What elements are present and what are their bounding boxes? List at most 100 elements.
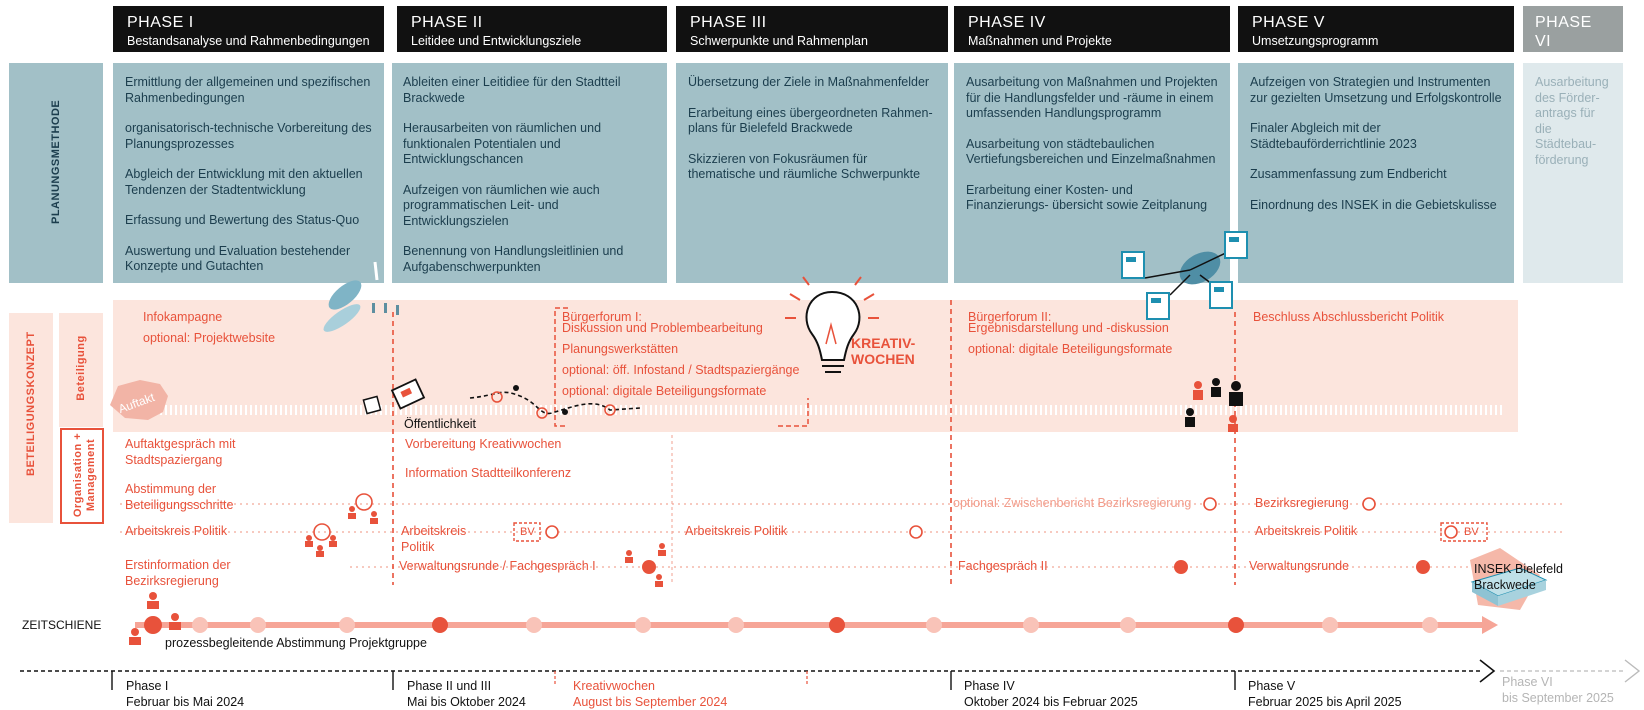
buergerforum2-title: Bürgerforum II: — [968, 310, 1052, 324]
digital2-label: optional: digitale Beteiligungsformate — [968, 342, 1173, 356]
buergerforum2-subtitle: Ergebnisdarstellung und -diskussion — [968, 321, 1169, 335]
erstinformation-label: Erstinformation der Bezirksregierung — [125, 558, 231, 588]
arbeitskreis3-label: Arbeitskreis Politik — [685, 524, 788, 538]
bv-label: BV — [520, 526, 535, 538]
bv-box — [513, 522, 541, 542]
method-item: Ausarbeitung des Förder- antrags für die… — [1535, 75, 1609, 167]
megaphone-shadow — [323, 304, 361, 332]
method-phase-3: Übersetzung der Ziele in Maßnahmenfelder… — [676, 63, 948, 283]
megaphone-icon — [328, 280, 362, 310]
organisation-label-box — [60, 428, 104, 524]
flyer-icon — [362, 395, 382, 415]
method-item: Ausarbeitung von Maßnahmen und Projekten… — [966, 75, 1218, 120]
phase-title: PHASE IV — [968, 14, 1046, 31]
abstimmung-label: Abstimmung der Beteiligungsschritte — [125, 482, 234, 512]
phase-title: PHASE III — [690, 14, 767, 31]
projektwebsite-label: optional: Projektwebsite — [143, 331, 276, 345]
method-item: Übersetzung der Ziele in Maßnahmenfelder — [688, 75, 930, 89]
walk-point — [604, 404, 616, 416]
vorbereitung-label: Vorbereitung Kreativwochen — [405, 437, 562, 451]
phase-4-header: PHASE IV Maßnahmen und Projekte — [954, 6, 1230, 52]
walk-point — [536, 407, 548, 419]
phase-subtitle: Maßnahmen und Projekte — [968, 34, 1112, 48]
method-item: organisatorisch-technische Vorbereitung … — [125, 121, 372, 151]
planungsmethode-label-box — [9, 63, 103, 283]
projektgruppe-label: prozessbegleitende Abstimmung Projektgru… — [165, 636, 427, 650]
phase-3-header: PHASE III Schwerpunkte und Rahmenplan — [676, 6, 948, 52]
walk-point — [491, 391, 503, 403]
phase-subtitle: Umsetzungsprogramm — [1252, 34, 1379, 48]
timeline-phase-6-dates: bis September 2025 — [1502, 691, 1614, 705]
verwaltungsrunde-label: Verwaltungsrunde / Fachgespräch I — [399, 559, 596, 573]
infostand-label: optional: öff. Infostand / Stadtspazierg… — [562, 363, 800, 377]
phase-subtitle: Schwerpunkte und Rahmenplan — [690, 34, 868, 48]
kreativwochen-label-1: KREATIV- — [851, 335, 916, 351]
method-item: Skizzieren von Fokusräumen für thematisc… — [688, 151, 921, 182]
timeline-phase-1-name: Phase I — [126, 679, 169, 693]
auftakt-badge — [110, 380, 168, 420]
method-item: Auswertung und Evaluation bestehender Ko… — [125, 243, 351, 274]
timeline-phase-4-dates: Oktober 2024 bis Februar 2025 — [964, 695, 1138, 709]
method-phase-6: Ausarbeitung des Förder- antrags für die… — [1523, 63, 1623, 283]
method-phase-4: Ausarbeitung von Maßnahmen und Projekten… — [954, 63, 1230, 283]
method-item: Einordnung des INSEK in die Gebietskulis… — [1250, 197, 1497, 212]
method-item: Ermittlung der allgemeinen und spezifisc… — [125, 75, 371, 105]
zeitschiene-arrow — [1482, 616, 1498, 634]
phase-5-header: PHASE V Umsetzungsprogramm — [1238, 6, 1514, 52]
information-label: Information Stadtteilkonferenz — [405, 466, 572, 480]
event-marker — [1362, 497, 1376, 511]
method-phase-5: Aufzeigen von Strategien und Instrumente… — [1238, 63, 1514, 283]
event-marker — [1444, 525, 1458, 539]
fachgespraech2-label: Fachgespräch II — [958, 559, 1048, 573]
event-marker — [909, 525, 923, 539]
timeline-phase-1-dates: Februar bis Mai 2024 — [126, 695, 245, 709]
group-icon-arbeitskreis — [305, 523, 337, 557]
insek-book-icon — [1470, 548, 1548, 610]
planungswerkstaetten-label: Planungswerkstätten — [562, 342, 679, 356]
event-marker — [1203, 497, 1217, 511]
method-item: Herausarbeiten von räumlichen und funkti… — [403, 121, 602, 166]
method-item: Erarbeitung einer Kosten- und Finanzieru… — [966, 182, 1208, 213]
poster-mark — [400, 387, 413, 398]
timeline-arrow-ext — [1624, 659, 1641, 683]
phase-title: PHASE I — [127, 14, 194, 31]
timeline-arrow — [1479, 659, 1496, 683]
walk-node — [513, 385, 519, 391]
beschluss-label: Beschluss Abschlussbericht Politik — [1253, 310, 1445, 324]
zeitschiene-label: ZEITSCHIENE — [22, 618, 102, 632]
timeline-phase-5-dates: Februar 2025 bis April 2025 — [1248, 695, 1402, 709]
exclaim-mark — [373, 261, 379, 281]
bv-box — [1440, 522, 1488, 542]
phase-title: PHASE VI — [1535, 14, 1592, 50]
kreativwochen-bracket — [554, 307, 809, 427]
arbeitskreis2-label: Arbeitskreis Politik — [401, 524, 467, 554]
event-marker — [1416, 560, 1430, 574]
phase-title: PHASE II — [411, 14, 483, 31]
method-item: Ausarbeitung von städtebaulichen Vertief… — [966, 136, 1216, 167]
method-item: Benennung von Handlungsleitlinien und Au… — [403, 244, 624, 274]
people-mini — [396, 305, 399, 315]
zwischenbericht-label: optional: Zwischenbericht Bezirksregieru… — [953, 496, 1192, 510]
bulb-rays — [785, 276, 879, 319]
timeline-phase-6-name: Phase VI — [1502, 675, 1553, 689]
bv2-label: BV — [1464, 526, 1479, 538]
method-item: Aufzeigen von räumlichen wie auch progra… — [403, 182, 600, 228]
digital1-label: optional: digitale Beteiligungsformate — [562, 384, 767, 398]
insek-label-2: Brackwede — [1474, 578, 1536, 592]
method-item: Abgleich der Entwicklung mit den aktuell… — [125, 167, 363, 197]
method-item: Ableiten einer Leitidiee für den Stadtte… — [403, 75, 621, 105]
network-icon — [1121, 231, 1248, 320]
timeline-phase-4-name: Phase IV — [964, 679, 1015, 693]
people-mini — [372, 303, 375, 313]
beteiligung-label-box — [59, 313, 103, 427]
insek-label-1: INSEK Bielefeld — [1474, 562, 1563, 576]
phase-subtitle: Bestandsanalyse und Rahmenbedingungen — [127, 34, 370, 48]
projektgruppe-people — [129, 592, 181, 645]
infokampagne-label: Infokampagne — [143, 310, 223, 324]
people-mini — [384, 303, 387, 313]
method-item: Erfassung und Bewertung des Status-Quo — [125, 213, 360, 227]
phase-title: PHASE V — [1252, 14, 1325, 31]
auftaktgespraech-label: Auftaktgespräch mit Stadtspaziergang — [125, 437, 236, 467]
method-item: Finaler Abgleich mit der Städtebauförder… — [1250, 121, 1417, 151]
